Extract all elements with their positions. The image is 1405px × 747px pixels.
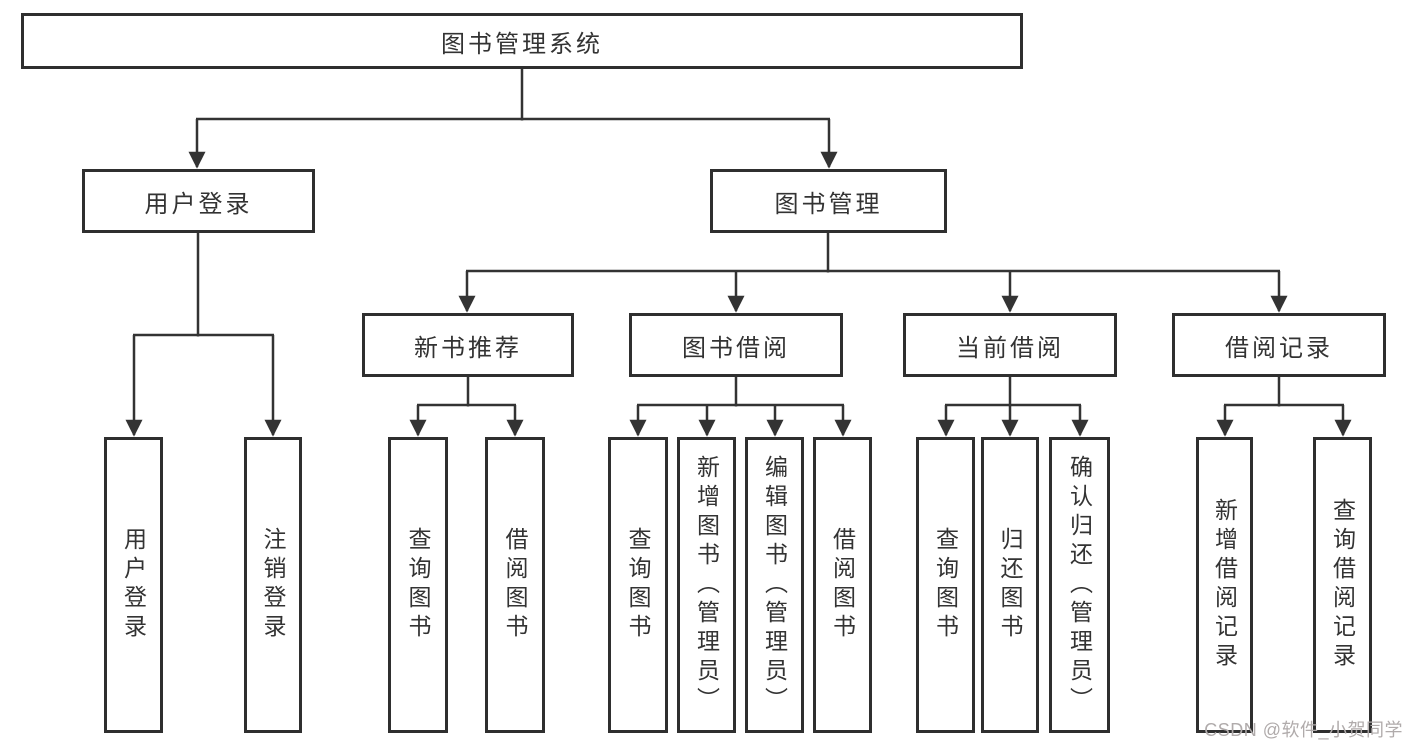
leaf-newbook-query-books: 查询图书 [388, 437, 448, 733]
leaf-current-query-books: 查询图书 [916, 437, 975, 733]
leaf-user-login: 用户登录 [104, 437, 163, 733]
leaf-records-add-record: 新增借阅记录 [1196, 437, 1253, 733]
leaf-borrow-edit-books-admin: 编辑图书（管理员） [745, 437, 804, 733]
node-user-login: 用户登录 [82, 169, 315, 233]
node-current-borrow: 当前借阅 [903, 313, 1117, 377]
leaf-current-confirm-return-admin: 确认归还（管理员） [1049, 437, 1110, 733]
leaf-newbook-borrow-books: 借阅图书 [485, 437, 545, 733]
leaf-borrow-add-books-admin: 新增图书（管理员） [677, 437, 736, 733]
node-new-book-recommend: 新书推荐 [362, 313, 574, 377]
connector-lines [125, 69, 1352, 437]
node-book-borrow: 图书借阅 [629, 313, 843, 377]
node-root-system: 图书管理系统 [21, 13, 1023, 69]
leaf-logout: 注销登录 [244, 437, 302, 733]
leaf-borrow-borrow-books: 借阅图书 [813, 437, 872, 733]
node-borrow-records: 借阅记录 [1172, 313, 1386, 377]
leaf-records-query-record: 查询借阅记录 [1313, 437, 1372, 733]
leaf-current-return-books: 归还图书 [981, 437, 1039, 733]
leaf-borrow-query-books: 查询图书 [608, 437, 668, 733]
watermark: CSDN @软件_小贺同学 [1204, 720, 1403, 740]
node-book-management: 图书管理 [710, 169, 947, 233]
